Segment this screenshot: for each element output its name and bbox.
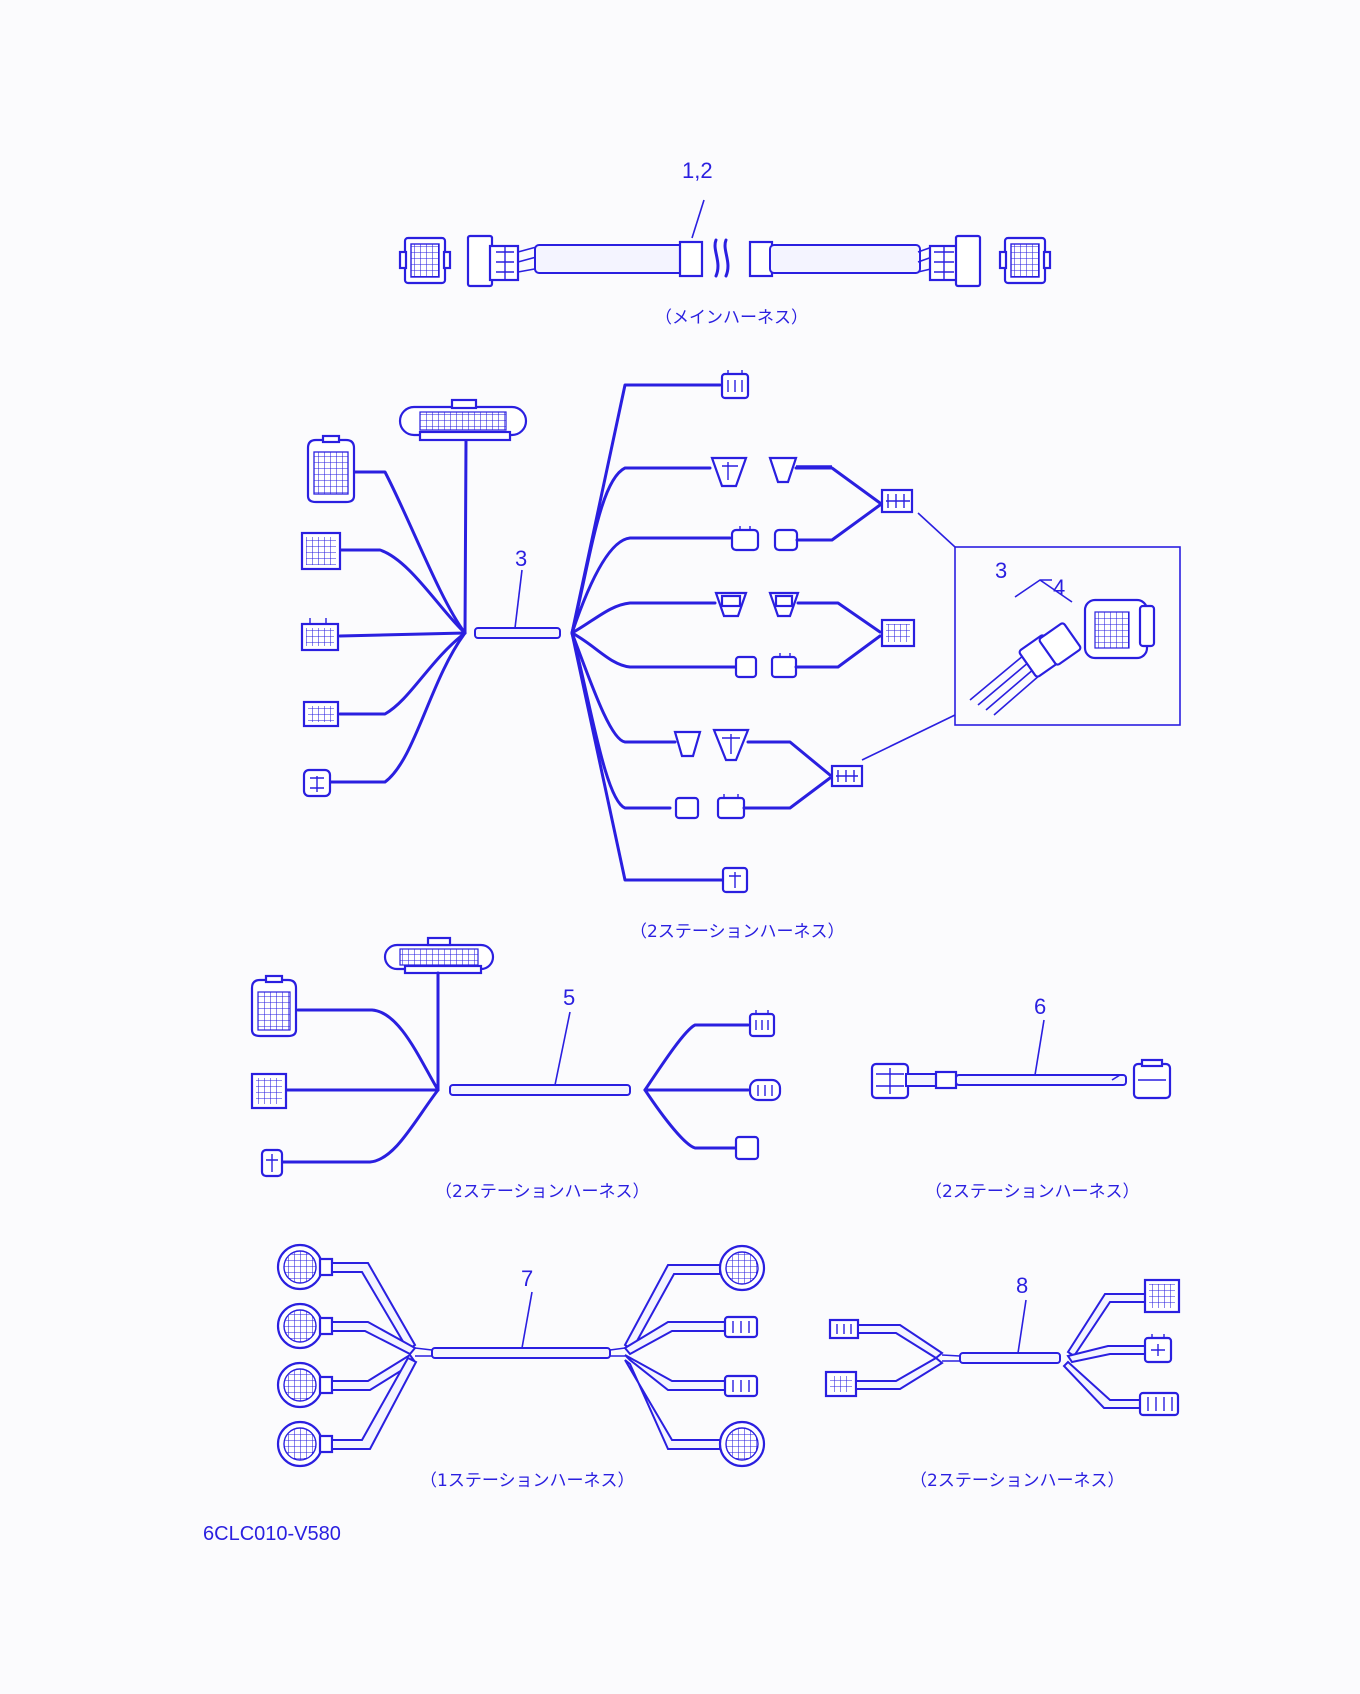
connector-icon [716, 794, 746, 820]
connector-icon [880, 488, 914, 514]
connector-icon [398, 398, 528, 442]
caption-harness-8: （2ステーションハーネス） [910, 1471, 1124, 1491]
caption-harness-3: （2ステーションハーネス） [630, 922, 844, 942]
connector-icon [770, 653, 798, 679]
connector-icon [723, 1315, 759, 1339]
connector-icon [276, 1361, 334, 1409]
connector-icon [710, 456, 748, 488]
harness-6: 6 （2ステーションハーネス） [870, 994, 1172, 1202]
connector-icon [1143, 1278, 1181, 1314]
callout-3: 3 [515, 546, 527, 571]
callout-6: 6 [1034, 994, 1046, 1019]
connector-icon [768, 456, 832, 484]
connector-icon [306, 434, 356, 504]
callout-detail-3: 3 [995, 558, 1007, 583]
connector-icon [748, 1078, 782, 1102]
connector-icon [302, 700, 340, 728]
connector-icon [734, 655, 758, 679]
detail-inset [969, 579, 1156, 716]
caption-harness-7: （1ステーションハーネス） [420, 1471, 634, 1491]
connector-icon [673, 730, 702, 758]
connector-icon [723, 1374, 759, 1398]
connector-icon [720, 370, 750, 400]
connector-icon [383, 936, 495, 975]
callout-7: 7 [521, 1266, 533, 1291]
connector-icon [1143, 1334, 1173, 1364]
connector-icon [276, 1243, 334, 1291]
connector-icon [300, 618, 340, 652]
connector-icon [870, 1062, 910, 1100]
connector-icon [1138, 1391, 1180, 1417]
connector-icon [830, 764, 864, 788]
connector-icon [260, 1148, 284, 1178]
connector-icon [998, 236, 1052, 285]
callout-1-2: 1,2 [682, 158, 713, 183]
caption-harness-6: （2ステーションハーネス） [925, 1182, 1139, 1202]
connector-icon [714, 591, 748, 618]
connector-icon [276, 1302, 334, 1350]
connector-icon [721, 866, 749, 894]
connector-icon [928, 234, 982, 288]
connector-icon [730, 526, 760, 552]
harness-8: 8 （2ステーションハーネス） [824, 1273, 1181, 1491]
connector-icon [300, 531, 342, 571]
connector-icon [718, 1244, 766, 1292]
connector-icon [674, 796, 700, 820]
connector-icon [466, 234, 520, 288]
connector-icon [1132, 1058, 1172, 1100]
connector-icon [734, 1135, 760, 1161]
harness-7: 7 （1ステーションハーネス） [276, 1243, 766, 1491]
main-harness: 1,2 （メインハーネス） [398, 158, 1052, 328]
harness-5: 5 （2ステーションハーネス） [250, 936, 782, 1202]
connector-icon [302, 768, 332, 798]
connector-icon [276, 1420, 334, 1468]
connector-icon [718, 1420, 766, 1468]
callout-5: 5 [563, 985, 575, 1010]
connector-icon [773, 528, 799, 552]
callout-8: 8 [1016, 1273, 1028, 1298]
connector-icon [880, 618, 916, 648]
connector-icon [712, 728, 750, 762]
callout-detail-4: 4 [1053, 575, 1065, 600]
connector-icon [828, 1318, 860, 1340]
caption-main-harness: （メインハーネス） [655, 308, 808, 328]
part-code: 6CLC010-V580 [203, 1523, 341, 1545]
connector-icon [824, 1370, 858, 1398]
connector-icon [250, 1072, 288, 1110]
caption-harness-5: （2ステーションハーネス） [435, 1182, 649, 1202]
connector-icon [398, 236, 452, 285]
connector-icon [748, 1010, 776, 1038]
connector-icon [250, 974, 298, 1038]
harness-3: 3 [300, 370, 1181, 942]
connector-icon [768, 591, 800, 618]
